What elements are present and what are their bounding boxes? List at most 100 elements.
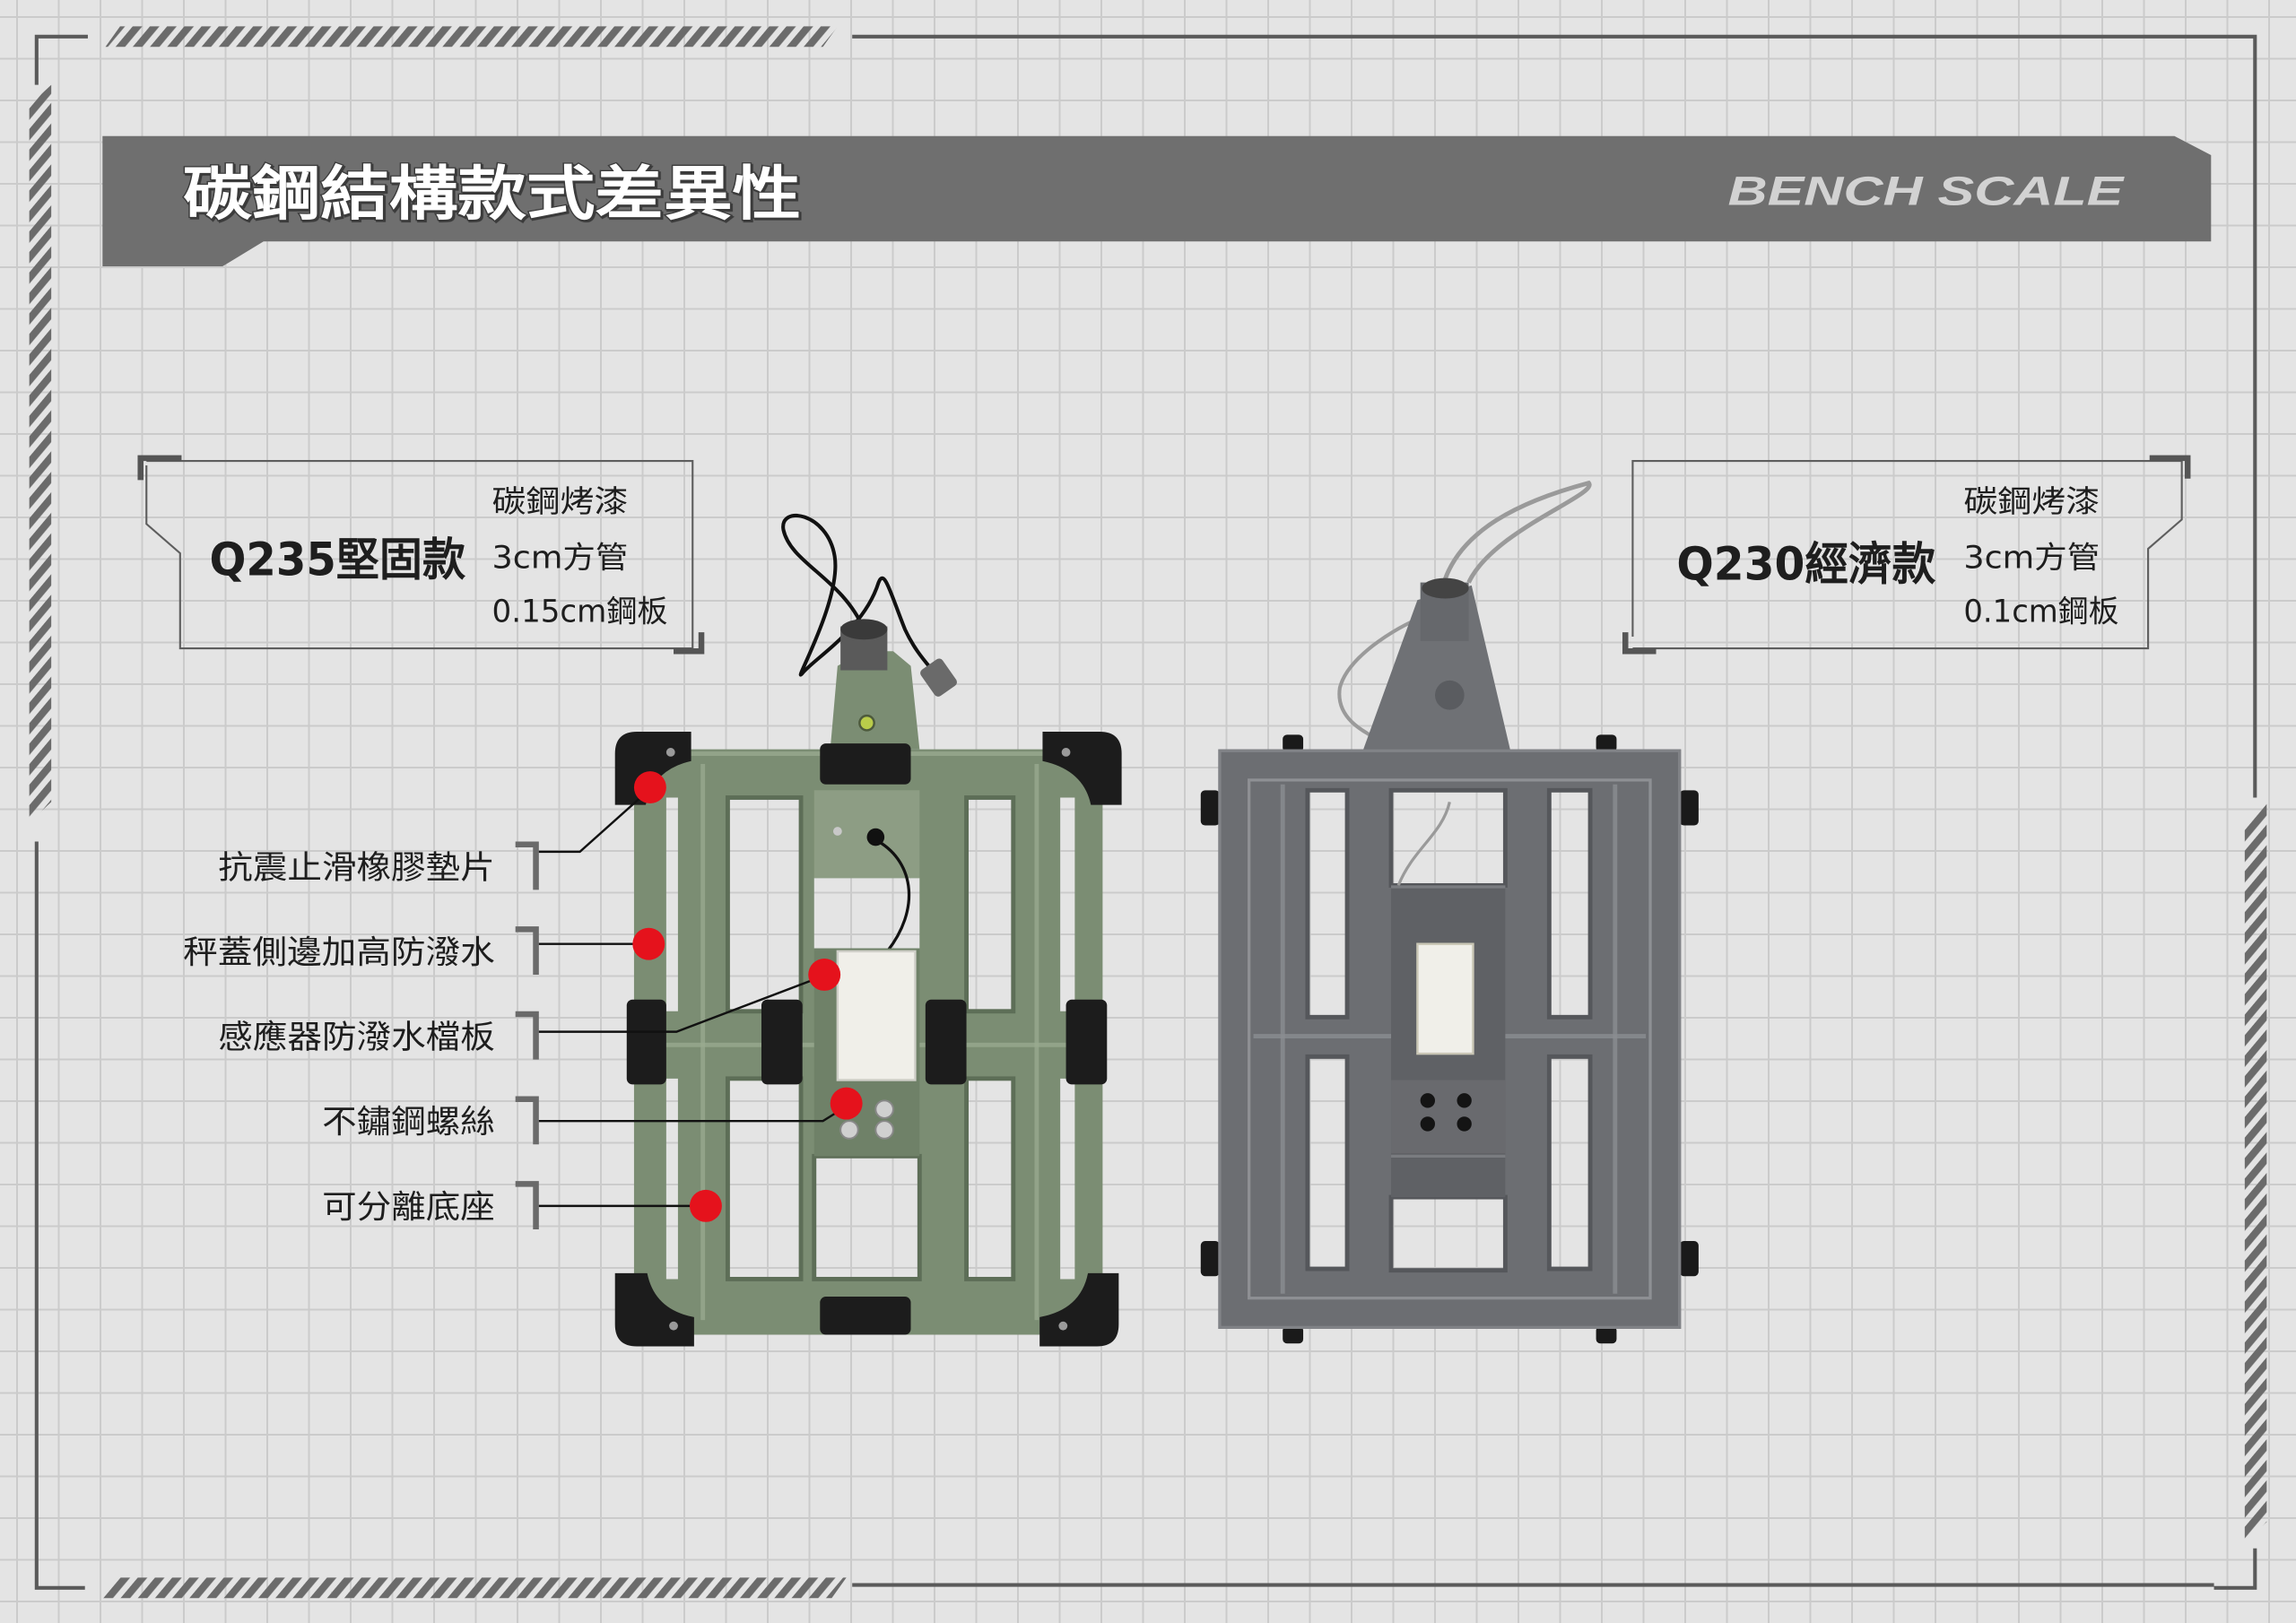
q230-model-name: Q230經濟款: [1676, 537, 1935, 590]
q235-cable: [781, 514, 939, 678]
q235-stainless-screw: [874, 1120, 894, 1140]
q230-foot: [1596, 734, 1617, 752]
q230-foot: [1679, 1241, 1699, 1277]
q235-opening-edge: [725, 1076, 804, 1281]
feature-label-anti-slip-pad: 抗震止滑橡膠墊片: [218, 849, 495, 886]
brand-label: BENCH SCALE: [1728, 169, 2126, 214]
red-marker-dot: [632, 927, 665, 960]
q235-spec-box: Q235堅固款 碳鋼烤漆 3cm方管 0.15cm鋼板: [137, 455, 705, 655]
q235-side-pad: [761, 999, 803, 1085]
q235-opening-edge: [812, 1153, 922, 1281]
q230-bolt: [1420, 1093, 1435, 1108]
feature-label-raised-edge: 秤蓋側邊加高防潑水: [183, 934, 495, 971]
page-title: 碳鋼結構款式差異性: [183, 160, 801, 228]
red-marker-dot: [689, 1189, 722, 1222]
q230-opening-edge: [1388, 1194, 1508, 1273]
q235-pad-bolt: [1058, 1321, 1068, 1331]
feature-label-detachable-base: 可分離底座: [322, 1189, 495, 1226]
q230-neck-cylinder-top: [1422, 577, 1469, 599]
feature-bracket: [515, 926, 539, 975]
top-left-corner-bracket: [34, 34, 88, 85]
q230-spec-finish: 碳鋼烤漆: [1963, 484, 2100, 520]
red-marker-dot: [633, 771, 666, 804]
q230-foot: [1200, 1241, 1220, 1277]
q230-foot: [1283, 734, 1304, 752]
q235-opening-edge: [725, 795, 804, 1014]
q230-foot: [1200, 790, 1220, 826]
q235-spec-plate: 0.15cm鋼板: [492, 595, 668, 630]
q235-model-name: Q235堅固款: [209, 533, 465, 586]
q235-load-cell: [836, 950, 917, 1081]
q230-outer-bevel: [1218, 749, 1682, 1329]
q235-box-bracket-top-left: [137, 455, 182, 481]
q235-level-bubble: [858, 714, 875, 732]
feature-callouts: 抗震止滑橡膠墊片 秤蓋側邊加高防潑水 感應器防潑水檔板 不鏽鋼螺絲 可分離底座: [183, 771, 863, 1229]
q230-neck-bracket: [1361, 585, 1511, 754]
q235-bottom-center-pad: [820, 1297, 911, 1335]
q235-pad-bolt: [1061, 748, 1071, 757]
q235-side-pad: [1065, 999, 1108, 1085]
q230-opening-edge: [1305, 787, 1350, 1020]
banner-background: [102, 135, 2212, 267]
feature-label-stainless-screw: 不鏽鋼螺絲: [322, 1104, 495, 1141]
q230-box-outline: [1631, 460, 2183, 650]
top-right-frame-line: [852, 34, 2257, 798]
q235-plate-bolt: [832, 827, 842, 836]
feature-bracket: [515, 841, 539, 890]
q235-neck-bracket: [830, 651, 920, 750]
leader-line-anti-slip-pad: [538, 789, 650, 854]
q230-foot: [1679, 790, 1699, 826]
q235-box-bracket-bottom-right: [674, 632, 705, 655]
q230-bolt: [1457, 1116, 1472, 1132]
q230-opening-edge: [1546, 787, 1593, 1020]
q230-opening-edge: [1546, 1054, 1593, 1271]
q230-plate-edge: [1391, 885, 1506, 1158]
q235-stainless-screw: [874, 1099, 894, 1119]
q230-foot: [1283, 1325, 1304, 1344]
page-frame: [29, 26, 2267, 1599]
red-marker-dot: [830, 1087, 863, 1120]
q230-box-bracket-bottom-left: [1622, 632, 1657, 655]
q230-foot: [1596, 1325, 1617, 1344]
q235-neck-cylinder-top: [840, 619, 888, 640]
q230-neck-hole: [1435, 680, 1465, 710]
feature-bracket: [515, 1181, 539, 1229]
q235-side-pad: [626, 999, 666, 1085]
left-lower-frame-line: [34, 841, 85, 1590]
q235-cable-connector: [920, 658, 957, 697]
q230-opening-edge: [1305, 1054, 1350, 1271]
q235-spec-finish: 碳鋼烤漆: [492, 484, 629, 520]
q230-inner-bevel: [1248, 778, 1652, 1300]
bottom-right-corner-bracket: [2213, 1548, 2257, 1590]
top-stripe-band: [105, 26, 838, 48]
bottom-stripe-band: [102, 1577, 847, 1599]
feature-bracket: [515, 1011, 539, 1060]
q235-opening-edge: [964, 795, 1016, 1014]
leader-line-sensor-guard: [538, 975, 823, 1033]
q235-mount-plate: [813, 790, 920, 879]
feature-bracket: [515, 1096, 539, 1145]
q235-side-pad: [925, 999, 967, 1085]
q230-bolt-plate: [1391, 1080, 1506, 1154]
q230-spec-box: Q230經濟款 碳鋼烤漆 3cm方管 0.1cm鋼板: [1622, 455, 2191, 655]
q235-pad-bolt: [665, 748, 675, 757]
q235-opening-edge: [964, 1076, 1016, 1281]
q230-inner-cable: [1396, 802, 1451, 887]
q230-spec-plate: 0.1cm鋼板: [1963, 595, 2118, 630]
feature-label-sensor-guard: 感應器防潑水檔板: [218, 1020, 495, 1056]
q230-bolt: [1420, 1116, 1435, 1132]
q235-pad-bolt: [669, 1321, 678, 1331]
q230-load-cell: [1416, 942, 1474, 1055]
q235-green-frame-photo: [614, 514, 1122, 1347]
q230-cable: [1439, 480, 1592, 589]
q230-gray-frame-photo: [1200, 480, 1699, 1344]
q235-top-center-pad: [820, 743, 911, 785]
q230-spec-tube: 3cm方管: [1963, 540, 2100, 576]
right-stripe-band: [2244, 802, 2267, 1543]
q230-cable-lower: [1337, 612, 1429, 744]
q230-box-bracket-top-right: [2149, 455, 2191, 479]
q235-box-outline: [145, 460, 694, 650]
q230-bolt: [1457, 1093, 1472, 1108]
q235-stainless-screw: [839, 1120, 859, 1140]
